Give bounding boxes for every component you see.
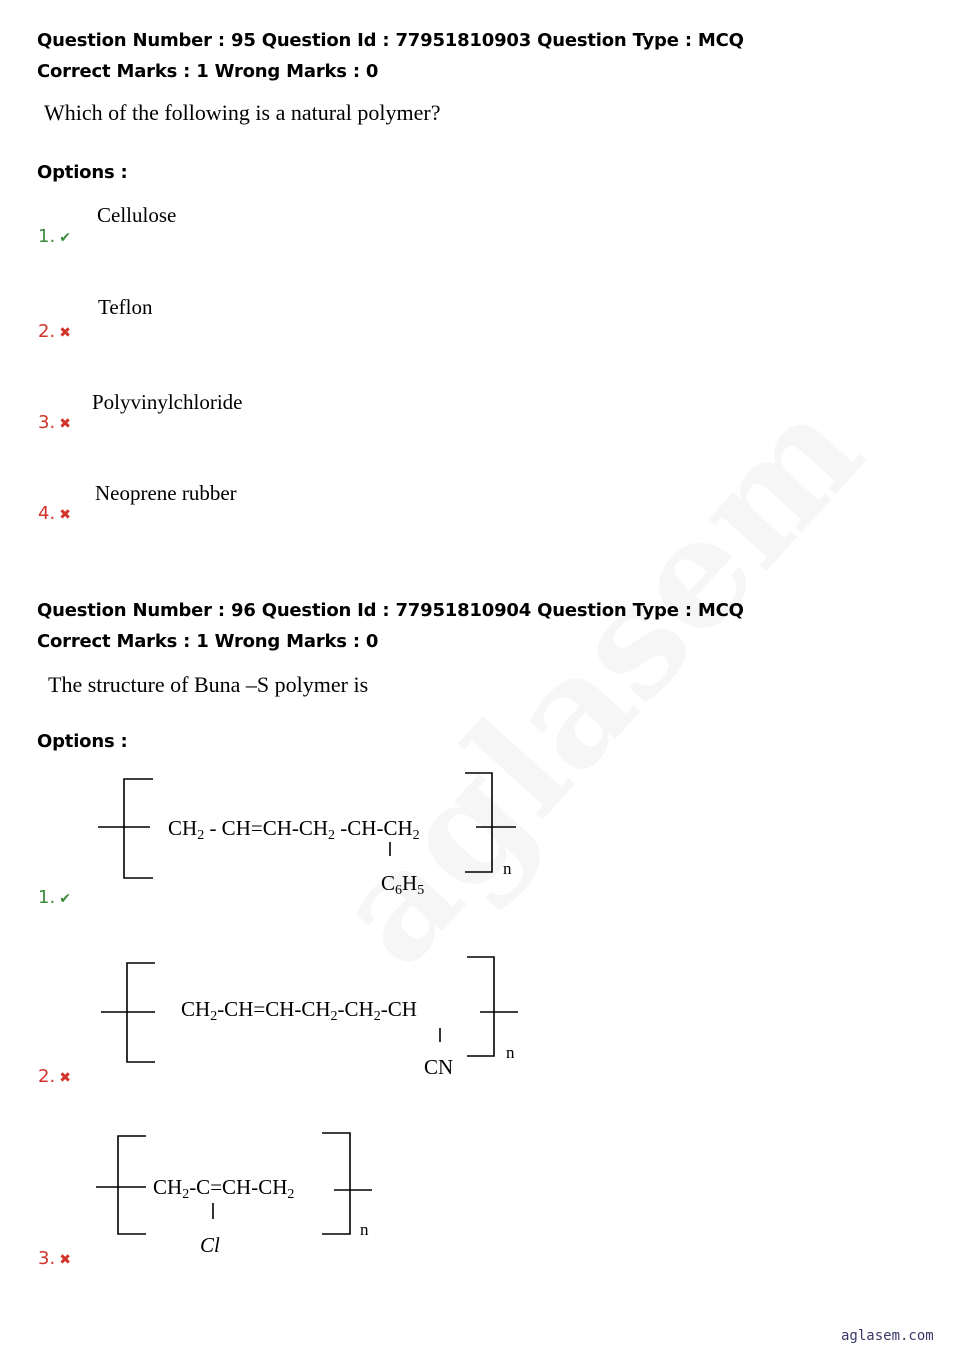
footer-site: aglasem.com bbox=[841, 1328, 934, 1344]
cross-icon: ✖ bbox=[59, 325, 71, 341]
option-text: Neoprene rubber bbox=[95, 481, 237, 505]
option-text: Teflon bbox=[98, 295, 153, 319]
side-group: C6H5 bbox=[381, 871, 424, 898]
option-number: 2.✖ bbox=[38, 1066, 71, 1087]
question-header: Question Number : 95 Question Id : 77951… bbox=[37, 30, 744, 51]
option-text: Cellulose bbox=[97, 203, 177, 227]
question-header: Question Number : 96 Question Id : 77951… bbox=[37, 600, 744, 621]
formula-main: CH2-CH=CH-CH2-CH2-CH bbox=[181, 997, 417, 1024]
cross-icon: ✖ bbox=[59, 507, 71, 523]
formula-main: CH2-C=CH-CH2 bbox=[153, 1175, 294, 1202]
checkmark-icon: ✔ bbox=[59, 891, 71, 907]
options-label: Options : bbox=[37, 731, 128, 752]
option-number: 1.✔ bbox=[38, 887, 71, 908]
option-number: 1.✔ bbox=[38, 226, 71, 247]
option-number: 3.✖ bbox=[38, 1248, 71, 1269]
checkmark-icon: ✔ bbox=[59, 230, 71, 246]
cross-icon: ✖ bbox=[59, 416, 71, 432]
question-marks: Correct Marks : 1 Wrong Marks : 0 bbox=[37, 61, 379, 82]
question-text: Which of the following is a natural poly… bbox=[44, 100, 441, 125]
repeat-index: n bbox=[503, 859, 512, 878]
repeat-index: n bbox=[360, 1220, 369, 1239]
cross-icon: ✖ bbox=[59, 1070, 71, 1086]
option-number: 3.✖ bbox=[38, 412, 71, 433]
formula-main: CH2 - CH=CH-CH2 -CH-CH2 bbox=[168, 816, 420, 843]
repeat-index: n bbox=[506, 1043, 515, 1062]
option-number: 4.✖ bbox=[38, 503, 71, 524]
options-label: Options : bbox=[37, 162, 128, 183]
option-text: Polyvinylchloride bbox=[92, 390, 243, 414]
question-text: The structure of Buna –S polymer is bbox=[48, 672, 369, 697]
question-marks: Correct Marks : 1 Wrong Marks : 0 bbox=[37, 631, 379, 652]
option-number: 2.✖ bbox=[38, 321, 71, 342]
side-group: CN bbox=[424, 1055, 453, 1079]
side-group: Cl bbox=[200, 1233, 220, 1257]
cross-icon: ✖ bbox=[59, 1252, 71, 1268]
